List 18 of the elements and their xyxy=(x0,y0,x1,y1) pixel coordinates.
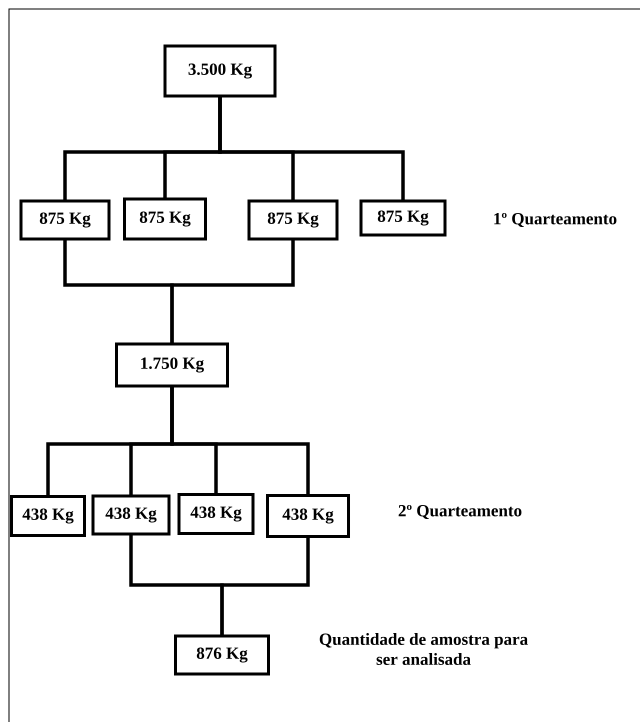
weight-box: 876 Kg xyxy=(174,634,270,676)
weight-box: 875 Kg xyxy=(248,200,338,240)
weight-box: 3.500 Kg xyxy=(164,44,276,98)
weight-box: 875 Kg xyxy=(360,200,446,236)
stage-label: 2º Quarteamento xyxy=(398,504,522,520)
note-text: Quantidade de amostra para ser analisada xyxy=(320,633,528,665)
weight-box: 438 Kg xyxy=(178,493,254,535)
connector-line xyxy=(220,538,310,634)
weight-box: 1.750 Kg xyxy=(115,342,229,388)
weight-box: 875 Kg xyxy=(20,200,110,240)
weight-box: 438 Kg xyxy=(266,494,350,538)
connector-line xyxy=(218,98,405,200)
connector-line xyxy=(170,240,295,342)
weight-box: 875 Kg xyxy=(123,198,207,240)
connector-line xyxy=(170,388,310,494)
weight-box: 438 Kg xyxy=(92,494,170,536)
stage-label: 1º Quarteamento xyxy=(494,212,616,228)
weight-box: 438 Kg xyxy=(10,495,86,537)
